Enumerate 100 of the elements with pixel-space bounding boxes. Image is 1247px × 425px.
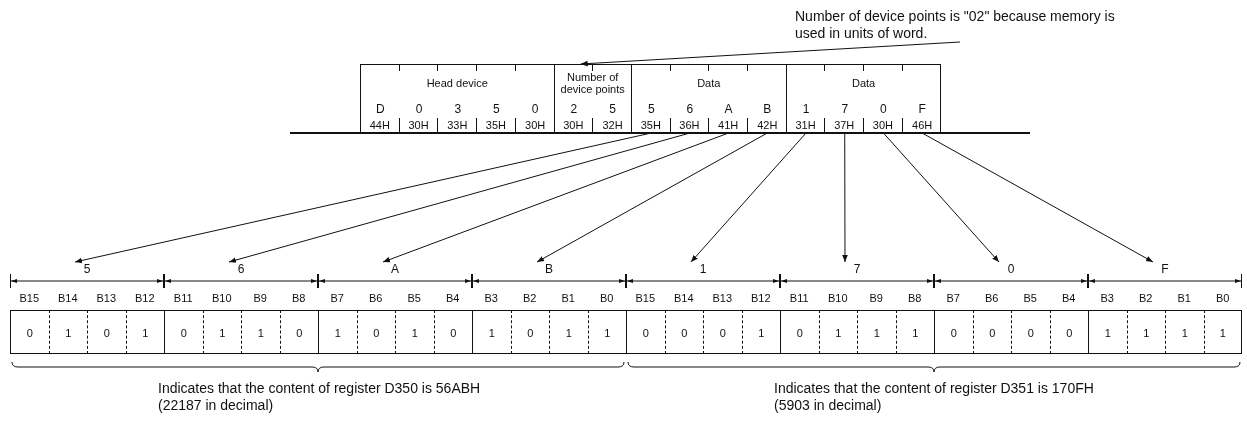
bit-value-cell: 1	[587, 310, 626, 354]
bit-number: B5	[1022, 291, 1038, 306]
hex-code: 30H	[554, 118, 594, 133]
bit-value-cell: 0	[164, 310, 203, 354]
ascii-character: 2	[569, 102, 579, 116]
nibble-label: 6	[237, 262, 245, 276]
bit-value-cell: 1	[818, 310, 857, 354]
ascii-character: 6	[685, 102, 695, 116]
arrow	[882, 132, 1000, 263]
bit-value-cell: 0	[934, 310, 973, 354]
bit-value-cell: 0	[664, 310, 703, 354]
bit-number: B1	[560, 291, 576, 306]
message-field	[360, 64, 555, 132]
caption-note: Indicates that the content of register D350 is 56ABH (22187 in decimal)	[158, 380, 482, 414]
bit-number: B15	[18, 291, 41, 306]
ascii-character: B	[762, 102, 773, 116]
bit-value-cell: 1	[1088, 310, 1127, 354]
bit-number: B3	[483, 291, 499, 306]
bit-number: B4	[1061, 291, 1077, 306]
bit-value-cell: 1	[318, 310, 357, 354]
bit-number: B11	[172, 291, 194, 306]
bit-value-cell: 0	[433, 310, 472, 354]
hex-code: 46H	[911, 118, 934, 133]
ascii-character: 1	[801, 102, 811, 116]
hex-code: 30H	[864, 118, 903, 133]
bit-value-cell: 0	[1011, 310, 1050, 354]
hex-code: 44H	[361, 118, 400, 133]
message-field	[630, 64, 787, 132]
bit-number: B14	[56, 291, 79, 306]
bit-value-cell: 0	[356, 310, 395, 354]
bit-number: B11	[788, 291, 810, 306]
bit-value-cell: 0	[10, 310, 49, 354]
bit-value-cell: 1	[125, 310, 164, 354]
hex-code: 35H	[631, 118, 671, 133]
bit-value-cell: 1	[395, 310, 434, 354]
bit-number: B12	[133, 291, 156, 306]
arrow	[74, 132, 652, 264]
bit-value-cell: 0	[626, 310, 665, 354]
bit-number: B10	[826, 291, 849, 306]
ascii-character: 5	[492, 102, 501, 116]
bit-value-cell: 1	[895, 310, 934, 354]
bit-value-cell: 0	[87, 310, 126, 354]
bit-number: B8	[907, 291, 923, 306]
bit-number: B13	[95, 291, 118, 306]
arrow	[580, 41, 961, 67]
hex-code: 33H	[438, 118, 478, 133]
bit-value-cell: 1	[1203, 310, 1242, 354]
nibble-label: F	[1161, 262, 1169, 276]
nibble-label: A	[391, 262, 399, 276]
bit-number: B15	[634, 291, 657, 306]
bit-number: B13	[711, 291, 734, 306]
field-label: Head device	[426, 77, 488, 89]
bit-value-cell: 0	[703, 310, 742, 354]
hex-code: 30H	[524, 118, 547, 133]
bit-value-cell: 1	[48, 310, 87, 354]
arrow	[228, 132, 691, 263]
bit-value-cell: 1	[1126, 310, 1165, 354]
bit-value-cell: 0	[972, 310, 1011, 354]
nibble-label: B	[545, 262, 553, 276]
arrow	[921, 132, 1154, 263]
bit-number: B2	[522, 291, 538, 306]
bit-value-cell: 1	[741, 310, 780, 354]
bit-value-cell: 0	[279, 310, 318, 354]
callout-note: Number of device points is "02" because memory is used in units of word.	[795, 8, 1125, 42]
hex-code: 36H	[670, 118, 710, 133]
bit-number: B0	[599, 291, 615, 306]
hex-code: 42H	[756, 118, 779, 133]
ascii-character: 0	[414, 102, 424, 116]
bit-value-cell: 1	[549, 310, 588, 354]
ascii-character: 7	[840, 102, 850, 116]
bit-number: B9	[252, 291, 268, 306]
bit-value-cell: 1	[857, 310, 896, 354]
field-label: Data	[851, 77, 876, 89]
ascii-character: A	[723, 102, 734, 116]
ascii-character: 0	[879, 102, 888, 116]
bit-value-cell: 1	[241, 310, 280, 354]
bit-value-cell: 1	[202, 310, 241, 354]
bit-number: B3	[1099, 291, 1115, 306]
nibble-label: 7	[853, 262, 861, 276]
hex-code: 32H	[601, 118, 624, 133]
bit-number: B5	[406, 291, 422, 306]
bit-number: B9	[868, 291, 884, 306]
message-field	[785, 64, 942, 132]
hex-code: 35H	[477, 118, 516, 133]
bit-number: B8	[291, 291, 307, 306]
bit-number: B14	[672, 291, 695, 306]
ascii-character: 3	[453, 102, 463, 116]
bit-value-cell: 0	[1049, 310, 1088, 354]
bit-number: B7	[329, 291, 345, 306]
arrow	[536, 132, 768, 263]
bit-number: B6	[368, 291, 384, 306]
hex-code: 41H	[709, 118, 748, 133]
bit-value-cell: 0	[510, 310, 549, 354]
arrow	[382, 132, 730, 263]
bit-value-cell: 1	[1165, 310, 1204, 354]
arrow	[690, 132, 807, 263]
bit-number: B6	[984, 291, 1000, 306]
ascii-character: 5	[608, 102, 617, 116]
arrow	[842, 132, 848, 263]
hex-code: 30H	[399, 118, 439, 133]
